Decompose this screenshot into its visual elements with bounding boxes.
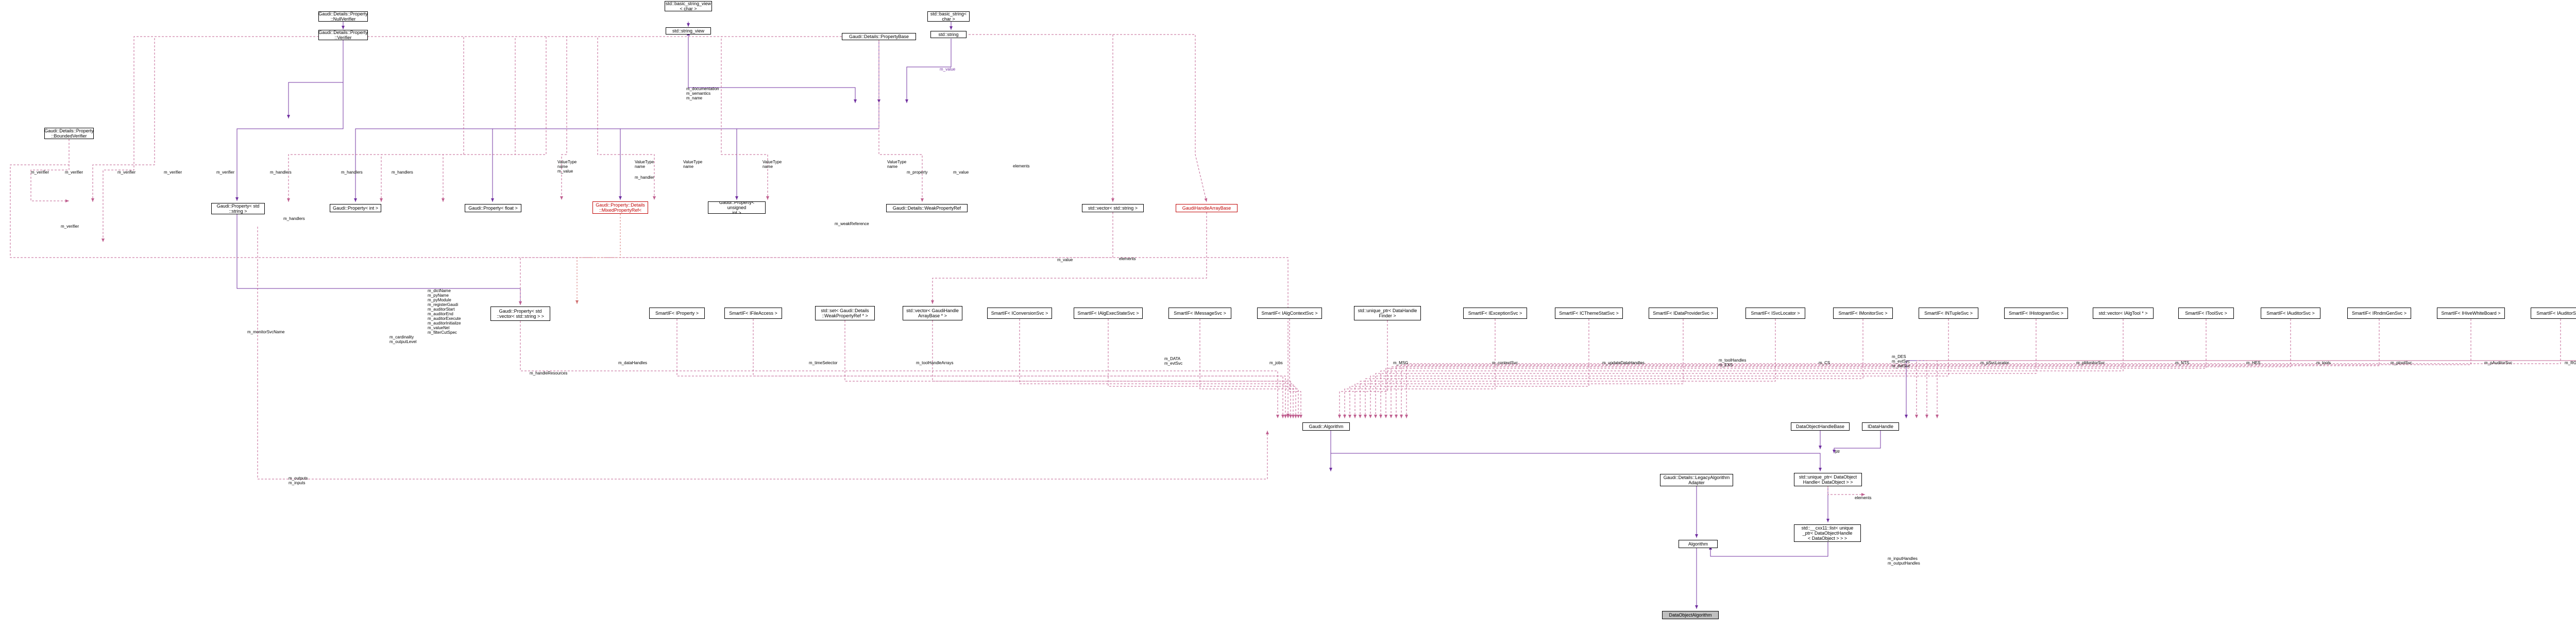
edge-label: ValueType name m_value — [557, 160, 577, 174]
edge-label: m_handler — [635, 175, 654, 180]
edge-label: m_dictName m_pyName m_pyModule m_registe… — [428, 288, 461, 335]
edge-label: m_pAuditorSvc — [2484, 361, 2513, 365]
edge-label: m_ptoolSvc — [2391, 361, 2412, 365]
edge-label: m_updateDataHandles — [1602, 361, 1645, 365]
node-dataobjecthandlebase[interactable]: DataObjectHandleBase — [1791, 422, 1850, 431]
edge-label: m_property — [907, 170, 928, 175]
edge-label: m_value — [953, 170, 969, 175]
edge-label: m_NTS — [2175, 361, 2190, 365]
edge-label: m_toolHandles m_EXS — [1719, 358, 1747, 367]
edge-label: m_MSG — [1393, 361, 1409, 365]
node-smartif-iauditorsvc-a[interactable]: SmartIF< IAuditorSvc > — [2261, 308, 2320, 319]
node-smartif-ialgcontextsvc[interactable]: SmartIF< IAlgContextSvc > — [1257, 308, 1322, 319]
node-smartif-ifileaccess[interactable]: SmartIF< IFileAccess > — [724, 308, 782, 319]
edge-label: m_verifier — [31, 170, 49, 175]
edge-label: m_value — [940, 67, 956, 72]
node-unique-ptr-datahandlefinder[interactable]: std::unique_ptr< DataHandle Finder > — [1354, 306, 1421, 320]
edge-label: m_value — [1057, 258, 1073, 262]
edge-label: ValueType name — [635, 160, 654, 169]
edge-label: m_handlers — [392, 170, 413, 175]
node-std-basic-string[interactable]: std::basic_string< char > — [927, 11, 970, 22]
edge-label: ptr — [1835, 449, 1840, 454]
node-smartif-idataprovidersvc[interactable]: SmartIF< IDataProviderSvc > — [1649, 308, 1718, 319]
edge-label: m_HES — [2246, 361, 2261, 365]
edge-label: ValueType name — [887, 160, 907, 169]
node-vector-ialgtool[interactable]: std::vector< IAlgTool * > — [2093, 308, 2154, 319]
edge-label: m_verifier — [216, 170, 235, 175]
node-property-int[interactable]: Gaudi::Property< int > — [330, 204, 381, 212]
edge-label: m_pSvcLocator — [1980, 361, 2009, 365]
node-smartif-icthemestatsvc[interactable]: SmartIF< ICThemeStatSvc > — [1555, 308, 1623, 319]
node-mixedpropertyref[interactable]: Gaudi::Property::Details ::MixedProperty… — [592, 201, 648, 214]
node-dataobjectalgorithm[interactable]: DataObjectAlgorithm — [1662, 611, 1719, 619]
edge-label: m_toolHandleArrays — [916, 361, 954, 365]
node-smartif-iconversionsvc[interactable]: SmartIF< IConversionSvc > — [987, 308, 1052, 319]
node-weakpropertyref[interactable]: Gaudi::Details::WeakPropertyRef — [886, 204, 968, 212]
edge-label: elements — [1855, 496, 1872, 500]
edge-label: m_inputHandles m_outputHandles — [1888, 556, 1920, 566]
node-smartif-iauditorsvc-b[interactable]: SmartIF< IAuditorSvc > — [2531, 308, 2576, 319]
node-smartif-ialgexecstatesvc[interactable]: SmartIF< IAlgExecStateSvc > — [1074, 308, 1143, 319]
edge-label: m_cardinality m_outputLevel — [389, 335, 417, 344]
edge-label: m_CS — [1819, 361, 1831, 365]
node-smartif-imonitorsvc[interactable]: SmartIF< IMonitorSvc > — [1833, 308, 1893, 319]
edge-label: m_handlers — [270, 170, 292, 175]
edge-label: m_tools — [2316, 361, 2331, 365]
edge-label: elements — [1013, 164, 1030, 168]
edge-label: m_weakReference — [835, 222, 869, 226]
node-gaudihandlearraybase[interactable]: GaudiHandleArrayBase — [1176, 204, 1238, 212]
node-vector-string[interactable]: std::vector< std::string > — [1082, 204, 1144, 212]
node-smartif-iexceptionsvc[interactable]: SmartIF< IExceptionSvc > — [1463, 308, 1527, 319]
edge-label: m_handleResources — [530, 371, 568, 376]
edge-label: m_handlers — [341, 170, 363, 175]
edge-label: m_RGS — [2565, 361, 2576, 365]
node-property-nullverifier[interactable]: Gaudi::Details::Property ::NullVerifier — [318, 11, 368, 22]
node-std-string-view[interactable]: std::string_view — [666, 27, 711, 35]
node-property-verifier[interactable]: Gaudi::Details::Property ::Verifier — [318, 30, 368, 40]
node-set-weakpropertyref[interactable]: std::set< Gaudi::Details ::WeakPropertyR… — [815, 306, 875, 320]
node-smartif-isvclocator[interactable]: SmartIF< ISvcLocator > — [1745, 308, 1805, 319]
edge-label: m_DATA m_evtSvc — [1164, 356, 1183, 366]
node-property-unsigned-int[interactable]: Gaudi::Property< unsigned int > — [708, 201, 766, 214]
edge-label: m_verifier — [117, 170, 136, 175]
edge-label: m_pMonitorSvc — [2076, 361, 2105, 365]
edge-label: m_contextSvc — [1492, 361, 1518, 365]
edge-label: ValueType name — [683, 160, 703, 169]
edge-label: ValueType name — [762, 160, 782, 169]
edge-label: m_timeSelector — [809, 361, 838, 365]
node-legacyalgorithmadapter[interactable]: Gaudi::Details::LegacyAlgorithm Adapter — [1660, 474, 1733, 486]
node-smartif-irndmgensvc[interactable]: SmartIF< IRndmGenSvc > — [2347, 308, 2411, 319]
node-list-unique-ptr-dataobjecthandle[interactable]: std::__cxx11::list< unique _ptr< DataObj… — [1794, 524, 1861, 542]
edge-label: m_jobs — [1269, 361, 1283, 365]
node-smartif-itoolsvc[interactable]: SmartIF< IToolSvc > — [2178, 308, 2234, 319]
node-property-float[interactable]: Gaudi::Property< float > — [465, 204, 521, 212]
edge-label: m_handlers — [283, 216, 305, 221]
node-smartif-intuplesvc[interactable]: SmartIF< INTupleSvc > — [1919, 308, 1978, 319]
edge-label: elements — [1119, 257, 1136, 261]
node-vector-gaudihandlearraybase[interactable]: std::vector< GaudiHandle ArrayBase * > — [903, 306, 962, 320]
edge-label: m_DES m_evtSvc m_detSvc — [1892, 354, 1910, 368]
node-algorithm[interactable]: Algorithm — [1679, 540, 1718, 548]
node-smartif-ihistogramsvc[interactable]: SmartIF< IHistogramSvc > — [2004, 308, 2068, 319]
node-smartif-ihivewhiteboard[interactable]: SmartIF< IHiveWhiteBoard > — [2437, 308, 2505, 319]
node-gaudi-algorithm[interactable]: Gaudi::Algorithm — [1302, 422, 1350, 431]
edge-label: m_dataHandles — [618, 361, 648, 365]
node-idatahandle[interactable]: IDataHandle — [1862, 422, 1899, 431]
node-unique-ptr-dataobjecthandle[interactable]: std::unique_ptr< DataObject Handle< Data… — [1794, 473, 1862, 486]
edge-label: m_verifier — [164, 170, 182, 175]
edge-label: m_verifier — [61, 224, 79, 229]
edge-label: m_monitorSvcName — [247, 330, 285, 334]
node-std-basic-string-view[interactable]: std::basic_string_view < char > — [665, 1, 712, 11]
edge-label: m_verifier — [65, 170, 83, 175]
node-property-vector-string[interactable]: Gaudi::Property< std ::vector< std::stri… — [490, 307, 550, 321]
node-std-string[interactable]: std::string — [930, 31, 967, 38]
edge-label: m_outputs m_inputs — [289, 476, 308, 485]
node-smartif-iproperty[interactable]: SmartIF< IProperty > — [649, 308, 705, 319]
edge-label: m_documentation m_semantics m_name — [686, 87, 719, 100]
node-property-boundedverifier[interactable]: Gaudi::Details::Property ::BoundedVerifi… — [44, 128, 94, 139]
node-property-string[interactable]: Gaudi::Property< std ::string > — [211, 203, 265, 214]
node-gaudi-details-propertybase[interactable]: Gaudi::Details::PropertyBase — [842, 33, 916, 40]
node-smartif-imessagesvc[interactable]: SmartIF< IMessageSvc > — [1168, 308, 1231, 319]
